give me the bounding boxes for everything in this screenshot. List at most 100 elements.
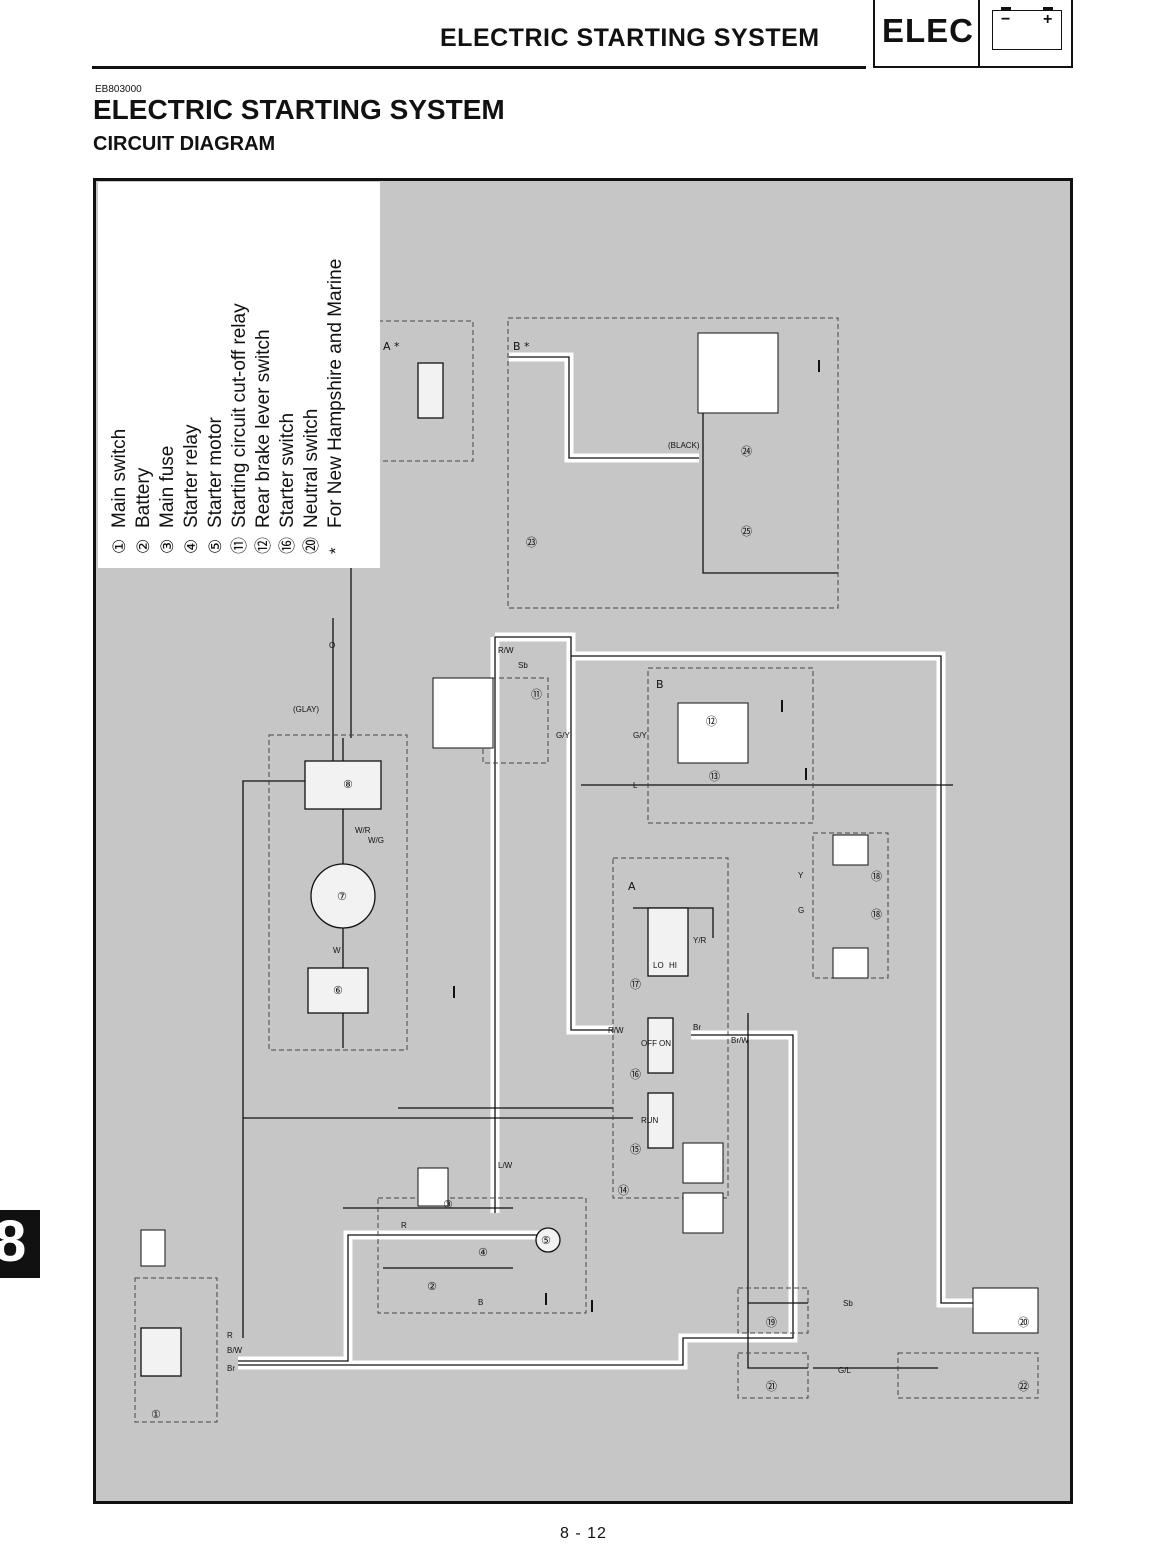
group-19 [737,1287,809,1334]
switch-label-lo: LO [653,961,664,970]
section-box [873,0,1073,68]
ground-marks [453,360,820,1312]
rear-brake-star-pad [697,332,779,414]
header-rule [92,66,866,69]
label-c23-number: ㉓ [526,536,537,549]
white-component-pads [140,332,1039,1334]
starter-switch-block [647,1017,674,1074]
page-number: 8 - 12 [560,1525,607,1542]
wire-label-lw-relay: L/W [498,1161,513,1170]
label-c18b-number: ⑱ [871,908,882,921]
label-c13-number: ⑬ [709,770,720,783]
label-c25-number: ㉕ [741,525,752,538]
legend-label: Starting circuit cut-off relay [229,303,250,528]
battery-plus-sign: + [1043,11,1053,28]
group-main-switch [134,1277,218,1423]
legend-item-starter-motor: ⑤ Starter motor [204,196,228,554]
sensor-18-connector-top [832,834,869,866]
group-region-b [647,667,814,824]
legend-label: Battery [133,467,154,528]
cutoff-relay-pad [432,677,494,749]
legend-label: Rear brake lever switch [253,329,274,528]
legend-num: * [326,547,345,554]
legend-item-starter-relay: ④Starter relay [180,196,204,554]
legend-label: Neutral switch [301,408,322,528]
label-region-a-star: A * [383,340,400,353]
wire-label-rw-cutoff: R/W [498,646,514,655]
legend-item-note: * For New Hampshire and Marine [324,196,348,554]
wire-label-yr: Y/R [693,936,707,945]
rear-brake-pad [677,702,749,764]
label-c7-number: ⑦ [337,890,347,903]
label-rear-brake-number: ⑫ [706,715,717,728]
legend-num: ⑤ [206,538,225,554]
sensor-18-connector-bottom [832,947,869,979]
cutoff-relay-rw-path [495,632,613,1035]
label-c19-number: ⑲ [766,1316,777,1329]
label-c24-number: ㉔ [741,445,752,458]
legend-item-battery: ② Battery [132,196,156,554]
battery-minus-sign: − [1001,11,1011,28]
wire-label-wg: W/G [368,836,384,845]
component-number-labels: ① ② ③ ④ ⑤ ⑥ ⑦ ⑧ ⑪ ⑫ ⑬ ⑭ ⑮ ⑯ ⑰ ⑱ ⑱ ⑲ ⑳ ㉑ … [151,340,1029,1421]
wire-labels: B/W Br R R B L/W R/W Sb G/Y G/Y L R/W Br… [227,441,853,1375]
main-switch-feed-path [238,1230,553,1366]
wire-label-w: W [333,946,341,955]
section-divider [978,0,980,68]
wire-label-g: G [798,906,804,915]
wire-label-o: O [329,641,335,650]
component-6-box [307,967,369,1014]
doc-code: EB803000 [95,84,142,95]
switch-label-run: RUN [641,1116,659,1125]
legend-label: Starter relay [181,424,202,528]
component-8-box [304,760,382,810]
wire-label-rw-switch: R/W [608,1026,624,1035]
legend-label: Main switch [109,428,130,528]
label-region-b-star: B * [513,340,530,353]
legend-label: For New Hampshire and Marine [325,258,346,528]
neutral-switch-box [972,1287,1039,1334]
region-a-switch-block [647,907,689,977]
group-battery-relay [377,1197,587,1314]
chapter-tab-number: 8 [0,1209,27,1274]
switch-label-hi: HI [669,961,677,970]
main-switch-block [140,1327,182,1377]
legend-num: ⑯ [278,537,297,554]
switch-label-on: ON [659,1039,671,1048]
wire-label-sb-neutral: Sb [843,1299,853,1308]
legend-num: ③ [158,538,177,554]
legend-item-main-fuse: ③Main fuse [156,196,180,554]
group-21 [737,1352,809,1399]
battery-icon: − + [992,7,1062,50]
label-main-switch-number: ① [151,1408,161,1421]
legend-num: ⑪ [230,537,249,554]
circuit-diagram: ① ② ③ ④ ⑤ ⑥ ⑦ ⑧ ⑪ ⑫ ⑬ ⑭ ⑮ ⑯ ⑰ ⑱ ⑱ ⑲ ⑳ ㉑ … [134,317,1039,1423]
legend-num: ⑳ [302,537,321,554]
legend-item-starter-switch: ⑯Starter switch [276,196,300,554]
battery-terminal-neg [1001,7,1011,11]
legend-label: Starter motor [205,417,226,528]
label-c22-number: ㉒ [1018,1380,1029,1393]
relay-connector [417,1167,449,1207]
label-c18a-number: ⑱ [871,870,882,883]
label-c17-number: ⑰ [630,978,641,991]
chapter-tab: 8 [0,1209,40,1278]
group-region-b-star [507,317,839,609]
main-switch-connector [140,1229,166,1267]
label-starter-motor-number: ⑤ [541,1234,551,1247]
legend-num: ① [110,538,129,554]
label-neutral-switch-number: ⑳ [1018,1316,1029,1329]
wire-label-r-main: R [227,1331,233,1340]
legend-panel: ① Main switch ② Battery ③Main fuse ④Starte… [98,182,380,568]
run-switch-block [647,1092,674,1149]
wire-label-gl: G/L [838,1366,851,1375]
wire-label-br: Br [227,1364,235,1373]
wire-label-sb-cutoff: Sb [518,661,528,670]
group-region-a [612,857,729,1199]
label-cutoff-relay-number: ⑪ [531,688,542,701]
starter-switch-connector-b [682,1192,724,1234]
legend-num: ② [134,538,153,554]
wire-label-b-battery: B [478,1298,483,1307]
legend-item-rear-brake: ⑫Rear brake lever switch [252,196,276,554]
legend-item-cutoff-relay: ⑪ Starting circuit cut-off relay [228,196,252,554]
